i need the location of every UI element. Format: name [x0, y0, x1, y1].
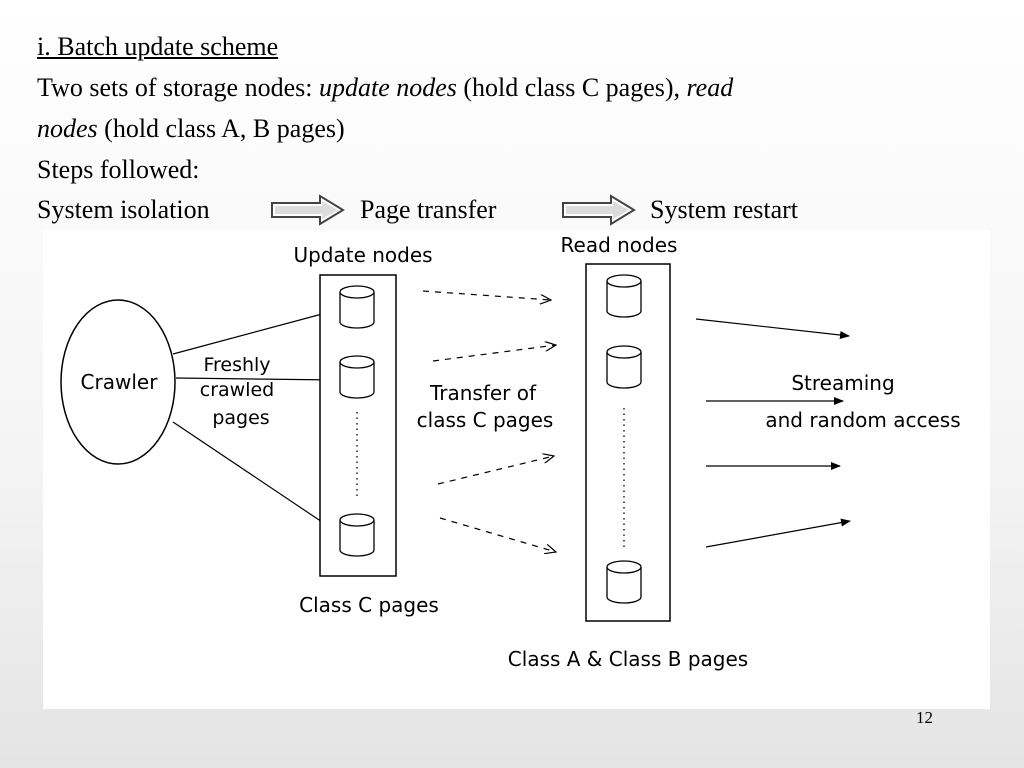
class-ab-label: Class A & Class B pages: [508, 647, 748, 671]
read-nodes-rest: (hold class A, B pages): [97, 114, 345, 143]
database-icon: [339, 285, 375, 329]
freshly-label-2: crawled: [200, 379, 274, 401]
architecture-diagram: Crawler Freshly crawled pages Update nod…: [60, 233, 961, 671]
steps-row: System isolation Page transfer System re…: [37, 191, 997, 229]
nodes-term: nodes: [37, 114, 98, 143]
streaming-label-2: and random access: [765, 408, 960, 432]
transfer-label-2: class C pages: [417, 408, 554, 432]
step-arrow-icon: [562, 194, 636, 226]
step-page-transfer: Page transfer: [360, 195, 497, 224]
diagram-panel: Crawler Freshly crawled pages Update nod…: [43, 230, 990, 709]
transfer-arrow-2: [432, 345, 556, 362]
page-number: 12: [916, 708, 933, 727]
database-icon: [606, 560, 642, 604]
database-icon: [606, 274, 642, 318]
storage-prefix: Two sets of storage nodes:: [37, 73, 319, 102]
crawler-ellipse: [60, 299, 176, 465]
step-system-restart: System restart: [650, 195, 799, 224]
update-nodes-term: update nodes: [318, 73, 457, 102]
crawler-label: Crawler: [81, 370, 159, 394]
steps-label: Steps followed:: [37, 155, 200, 184]
update-nodes-label: Update nodes: [293, 243, 432, 267]
storage-mid: (hold class C pages),: [456, 73, 687, 102]
read-nodes-line: nodes (hold class A, B pages): [37, 108, 997, 149]
output-arrow-1: [695, 318, 850, 339]
crawler-arrow-bottom: [172, 421, 338, 533]
transfer-arrow-4: [439, 517, 556, 552]
transfer-arrow-1: [422, 290, 551, 300]
transfer-arrow-3: [437, 456, 554, 485]
read-term: read: [686, 73, 734, 102]
storage-nodes-line: Two sets of storage nodes: update nodes …: [37, 67, 997, 108]
step-arrow-icon: [271, 194, 345, 226]
class-c-label: Class C pages: [299, 593, 439, 617]
freshly-label-1: Freshly: [203, 354, 270, 376]
database-icon: [606, 345, 642, 389]
transfer-label-1: Transfer of: [429, 381, 537, 405]
crawler-arrow-middle: [175, 375, 338, 384]
slide-heading: i. Batch update scheme: [37, 32, 279, 61]
database-icon: [339, 355, 375, 399]
output-arrow-4: [705, 518, 851, 548]
freshly-label-3: pages: [212, 407, 269, 429]
crawler-arrow-top: [172, 308, 338, 355]
step-system-isolation: System isolation: [37, 195, 210, 224]
slide-text: i. Batch update scheme Two sets of stora…: [37, 26, 997, 190]
streaming-label-1: Streaming: [791, 371, 894, 395]
database-icon: [339, 513, 375, 557]
read-nodes-label: Read nodes: [561, 233, 678, 257]
